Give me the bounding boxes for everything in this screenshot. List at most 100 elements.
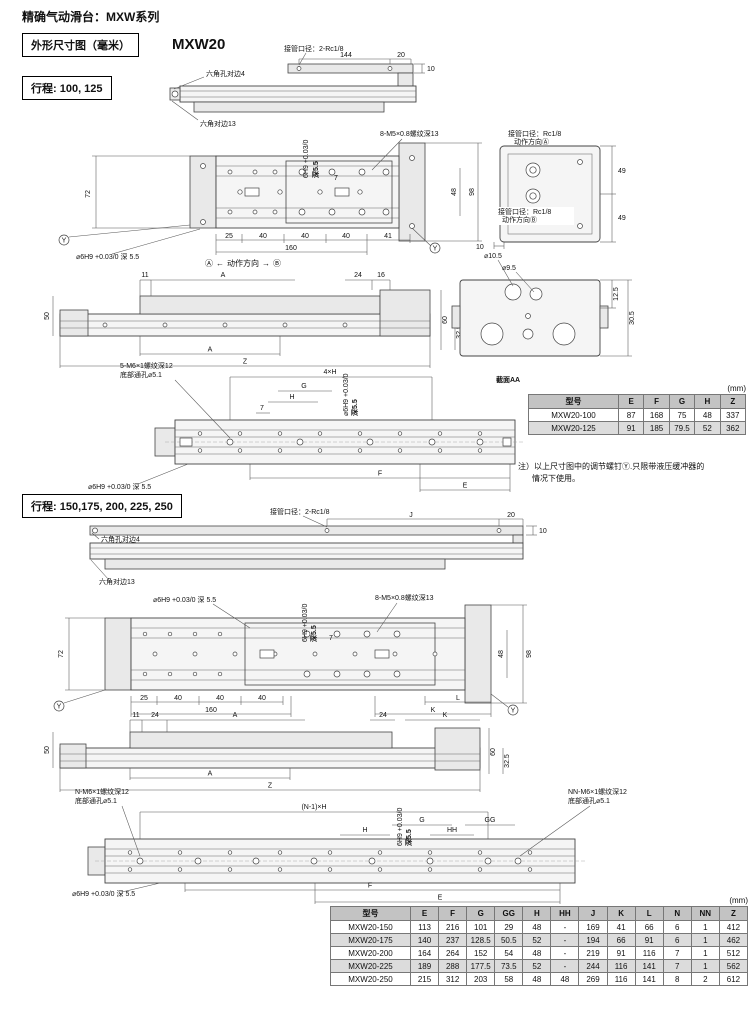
model-number: MXW20 <box>172 36 226 53</box>
table-cell: 141 <box>634 959 664 973</box>
dim-label: A <box>221 272 226 279</box>
dim-label: 32.5 <box>504 754 511 768</box>
dim-label: 98 <box>526 650 533 658</box>
table-cell: 562 <box>718 959 749 973</box>
table-cell: 1 <box>690 946 720 960</box>
column-header: 型号 <box>528 394 619 409</box>
dimension-lines <box>497 259 632 357</box>
dim-label: 60 <box>442 316 449 324</box>
table-cell: 48 <box>522 972 552 986</box>
dim-label: 12.5 <box>613 287 620 301</box>
motion-direction-indicator: Ⓐ ← 动作方向 → Ⓑ <box>205 258 281 269</box>
dim-label: 25 <box>140 695 148 702</box>
dim-label: 144 <box>340 52 352 59</box>
dim-label: 160 <box>205 707 217 714</box>
rail-shapes <box>154 419 525 465</box>
dim-label: 4×H <box>323 369 336 376</box>
dim-label: 50 <box>44 312 51 320</box>
stroke-range-label-2: 行程: 150,175, 200, 225, 250 <box>22 494 182 518</box>
dim-label: 30.5 <box>629 311 636 325</box>
drawing-bottom-view-stroke100: 5-M6×1螺纹深12 底部通孔⌀5.1 4×H G H 7 ⌀6H9 +0.0… <box>88 361 525 492</box>
dim-label: 24 <box>151 712 159 719</box>
thread-note-line1: NN-M6×1螺纹深12 <box>568 787 627 796</box>
dim-label: A <box>208 771 213 778</box>
drawing-plan-view-stroke100: Y Y 8-M5×0.8螺纹深13 6H9 +0.03/0 深5.5 7 72 … <box>58 129 626 261</box>
column-header: K <box>606 906 636 921</box>
groove-note: ⌀6H9 +0.03/0 深 5.5 <box>76 252 139 261</box>
column-header: F <box>643 394 670 409</box>
table-cell: 216 <box>438 920 468 934</box>
port-label-a-line1: 接管口径：Rc1/8 <box>508 129 561 138</box>
dim-label: E <box>463 483 468 490</box>
column-header: G <box>668 394 696 409</box>
diameter-label: ⌀9.5 <box>502 265 516 272</box>
end-view-shapes <box>499 145 601 243</box>
dim-label: 72 <box>58 650 65 658</box>
table-cell: 41 <box>606 920 636 934</box>
table-cell: 1 <box>690 933 720 947</box>
dim-label: E <box>438 895 443 902</box>
hex-socket-label: 六角孔对边4 <box>101 535 140 544</box>
table-cell: 50.5 <box>494 933 524 947</box>
dimension-drawing-label: 外形尺寸图（毫米） <box>22 33 139 57</box>
y-marker: Y <box>62 238 67 245</box>
column-header: Z <box>718 906 749 921</box>
dim-label: F <box>368 883 372 890</box>
thread-note-line1: N-M6×1螺纹深12 <box>75 787 129 796</box>
table-cell: 1 <box>690 920 720 934</box>
table-cell: - <box>550 959 580 973</box>
dim-label: H <box>289 394 294 401</box>
dim-label: 50 <box>44 746 51 754</box>
column-header: L <box>634 906 664 921</box>
dim-label: 32.5 <box>456 325 463 339</box>
y-marker-circle <box>58 234 70 246</box>
table1-unit: (mm) <box>727 384 746 393</box>
table-cell: 54 <box>494 946 524 960</box>
table-cell: 412 <box>718 920 749 934</box>
table-cell: 116 <box>634 946 664 960</box>
dim-label: A <box>233 712 238 719</box>
table-cell: MXW20-100 <box>528 408 619 422</box>
groove-tolerance-rotated: ⌀6H9 +0.03/0 <box>343 373 350 416</box>
table-cell: 128.5 <box>466 933 496 947</box>
dim-label: 49 <box>618 168 626 175</box>
dim-label: 10 <box>539 528 547 535</box>
port-label-b-line1: 接管口径：Rc1/8 <box>498 207 551 216</box>
footnote-line1: 注）以上尺寸图中的调节螺钉Ⓨ.只限带液压缓冲器的 <box>518 462 705 471</box>
slide-body-shapes <box>89 525 524 570</box>
dim-label: 40 <box>259 233 267 240</box>
table-cell: 362 <box>719 421 747 435</box>
table-cell: 58 <box>494 972 524 986</box>
dim-label: 48 <box>498 650 505 658</box>
table-cell: 75 <box>668 408 696 422</box>
table-cell: 101 <box>466 920 496 934</box>
groove-depth-rotated: 深5.5 <box>350 399 359 416</box>
dim-label: Z <box>268 783 273 790</box>
table-cell: 140 <box>409 933 440 947</box>
table-cell: 7 <box>662 959 692 973</box>
dimension-lines <box>171 52 425 121</box>
table-cell: 269 <box>578 972 608 986</box>
column-header: E <box>409 906 440 921</box>
table-cell: 185 <box>643 421 670 435</box>
table-cell: MXW20-175 <box>330 933 411 947</box>
section-shapes <box>451 279 609 357</box>
column-header: H <box>694 394 721 409</box>
table-cell: MXW20-225 <box>330 959 411 973</box>
section-aa-label: 截面AA <box>496 375 520 384</box>
dim-label: 24 <box>354 272 362 279</box>
y-marker: Y <box>57 704 62 711</box>
dim-label: 24 <box>379 712 387 719</box>
y-marker-circle <box>429 242 441 254</box>
table-cell: 244 <box>578 959 608 973</box>
diameter-label: ⌀10.5 <box>484 253 502 260</box>
table-cell: 52 <box>694 421 721 435</box>
dim-label: 98 <box>469 188 476 196</box>
